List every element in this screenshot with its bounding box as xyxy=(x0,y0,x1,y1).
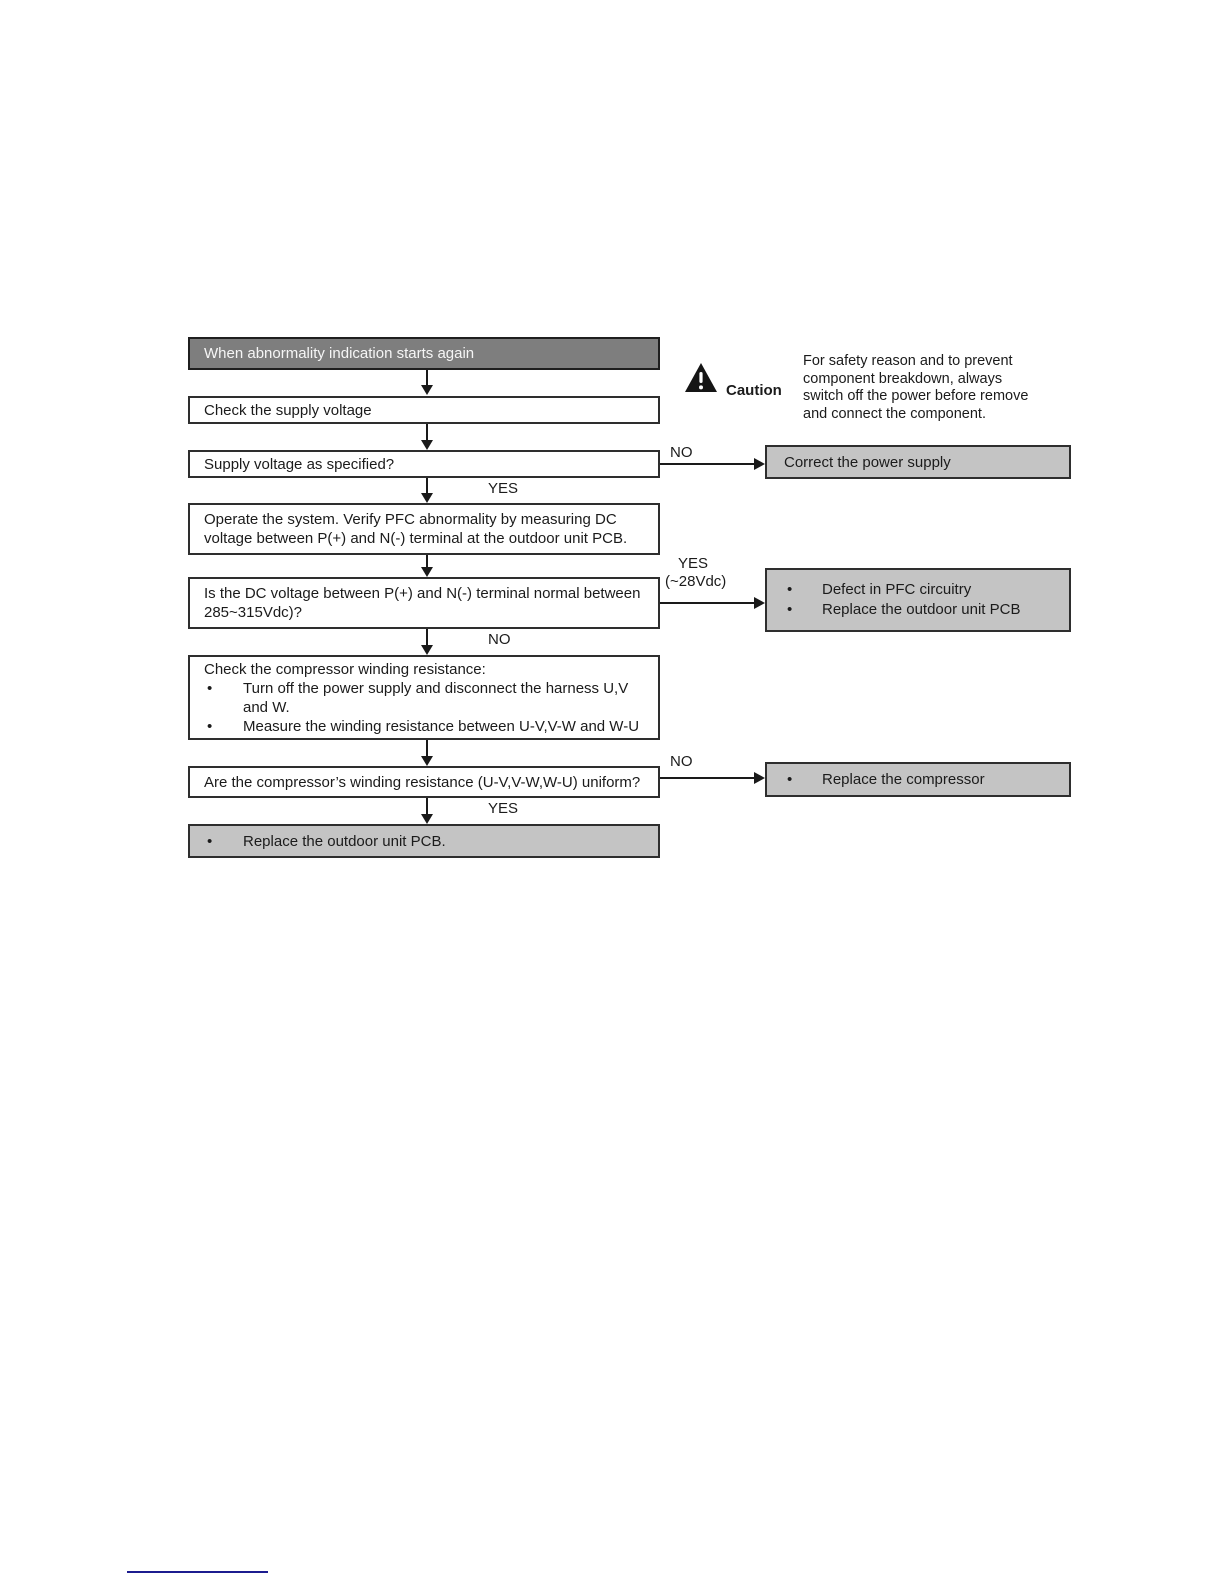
connector-line xyxy=(426,555,428,567)
node-start: When abnormality indication starts again xyxy=(188,337,660,370)
arrow-down-icon xyxy=(421,645,433,655)
node-check-winding-bullet1: • Turn off the power supply and disconne… xyxy=(204,679,650,698)
connector-line xyxy=(426,629,428,645)
arrow-down-icon xyxy=(421,756,433,766)
node-replace-outdoor-pcb-text: Replace the outdoor unit PCB. xyxy=(243,832,446,850)
node-pfc-defect-bullet2: • Replace the outdoor unit PCB xyxy=(783,600,1061,620)
node-check-supply-voltage: Check the supply voltage xyxy=(188,396,660,424)
arrow-down-icon xyxy=(421,493,433,503)
bullet-icon: • xyxy=(207,717,213,735)
node-check-winding-resistance: Check the compressor winding resistance:… xyxy=(188,655,660,740)
arrow-down-icon xyxy=(421,814,433,824)
node-replace-compressor: • Replace the compressor xyxy=(765,762,1071,797)
node-dc-voltage-question: Is the DC voltage between P(+) and N(-) … xyxy=(188,577,660,629)
edge-label-no-1: NO xyxy=(670,444,693,461)
connector-line xyxy=(426,424,428,440)
node-operate-system-line1: Operate the system. Verify PFC abnormali… xyxy=(204,511,617,528)
node-check-winding-bullet1-text: Turn off the power supply and disconnect… xyxy=(243,679,629,697)
caution-text: For safety reason and to prevent compone… xyxy=(803,353,1028,423)
connector-line xyxy=(426,798,428,814)
node-dc-voltage-question-line2: 285~315Vdc)? xyxy=(204,604,302,621)
edge-label-no-2: NO xyxy=(488,631,511,648)
edge-label-yes-2: YES xyxy=(678,555,709,572)
connector-line xyxy=(426,370,428,385)
caution-text-line2: component breakdown, always xyxy=(803,370,1003,387)
arrow-right-icon xyxy=(754,772,765,784)
node-pfc-defect-bullet2-text: Replace the outdoor unit PCB xyxy=(822,601,1021,618)
node-correct-power-supply: Correct the power supply xyxy=(765,445,1071,479)
node-check-supply-voltage-label: Check the supply voltage xyxy=(204,401,372,419)
node-pfc-defect-bullet1-text: Defect in PFC circuitry xyxy=(822,581,972,598)
edge-label-yes-2-sub: (~28Vdc) xyxy=(665,573,727,590)
node-supply-voltage-question: Supply voltage as specified? xyxy=(188,450,660,478)
node-supply-voltage-question-label: Supply voltage as specified? xyxy=(204,455,395,473)
bullet-icon: • xyxy=(787,581,793,598)
node-check-winding-title: Check the compressor winding resistance: xyxy=(204,660,486,678)
arrow-down-icon xyxy=(421,385,433,395)
arrow-down-icon xyxy=(421,567,433,577)
node-operate-system: Operate the system. Verify PFC abnormali… xyxy=(188,503,660,555)
caution-text-line3: switch off the power before remove xyxy=(803,388,1029,404)
connector-line xyxy=(426,740,428,756)
bullet-icon: • xyxy=(207,679,213,697)
node-pfc-defect: • Defect in PFC circuitry • Replace the … xyxy=(765,568,1071,632)
edge-label-yes-3: YES xyxy=(488,800,519,817)
node-start-label: When abnormality indication starts again xyxy=(204,345,475,362)
node-winding-uniform-question-label: Are the compressor’s winding resistance … xyxy=(204,773,641,791)
node-winding-uniform-question: Are the compressor’s winding resistance … xyxy=(188,766,660,798)
footer-link-line xyxy=(127,1571,268,1573)
connector-line xyxy=(660,777,754,779)
node-check-winding-bullet1-cont: and W. xyxy=(243,698,650,717)
connector-line xyxy=(660,602,754,604)
caution-text-line4: and connect the component. xyxy=(803,405,986,422)
connector-line xyxy=(660,463,754,465)
node-replace-outdoor-pcb-line: • Replace the outdoor unit PCB. xyxy=(204,832,650,851)
connector-line xyxy=(426,478,428,493)
arrow-right-icon xyxy=(754,597,765,609)
node-replace-compressor-line: • Replace the compressor xyxy=(783,770,1061,789)
caution-text-line1: For safety reason and to prevent xyxy=(803,353,1013,369)
bullet-icon: • xyxy=(787,601,793,618)
node-dc-voltage-question-line1: Is the DC voltage between P(+) and N(-) … xyxy=(204,585,641,602)
bullet-icon: • xyxy=(787,771,793,788)
node-replace-compressor-text: Replace the compressor xyxy=(822,771,985,788)
arrow-down-icon xyxy=(421,440,433,450)
node-check-winding-bullet1-cont-text: and W. xyxy=(243,698,290,716)
node-operate-system-line2: voltage between P(+) and N(-) terminal a… xyxy=(204,530,628,547)
bullet-icon: • xyxy=(207,832,213,850)
caution-label: Caution xyxy=(726,382,782,399)
node-replace-outdoor-pcb: • Replace the outdoor unit PCB. xyxy=(188,824,660,858)
node-pfc-defect-bullet1: • Defect in PFC circuitry xyxy=(783,580,1061,600)
node-check-winding-bullet2-text: Measure the winding resistance between U… xyxy=(243,717,640,735)
edge-label-yes-1: YES xyxy=(488,480,519,497)
arrow-right-icon xyxy=(754,458,765,470)
edge-label-no-3: NO xyxy=(670,753,693,770)
caution-warning-icon xyxy=(684,362,718,394)
node-check-winding-bullet2: • Measure the winding resistance between… xyxy=(204,717,650,736)
node-correct-power-supply-label: Correct the power supply xyxy=(784,453,951,471)
